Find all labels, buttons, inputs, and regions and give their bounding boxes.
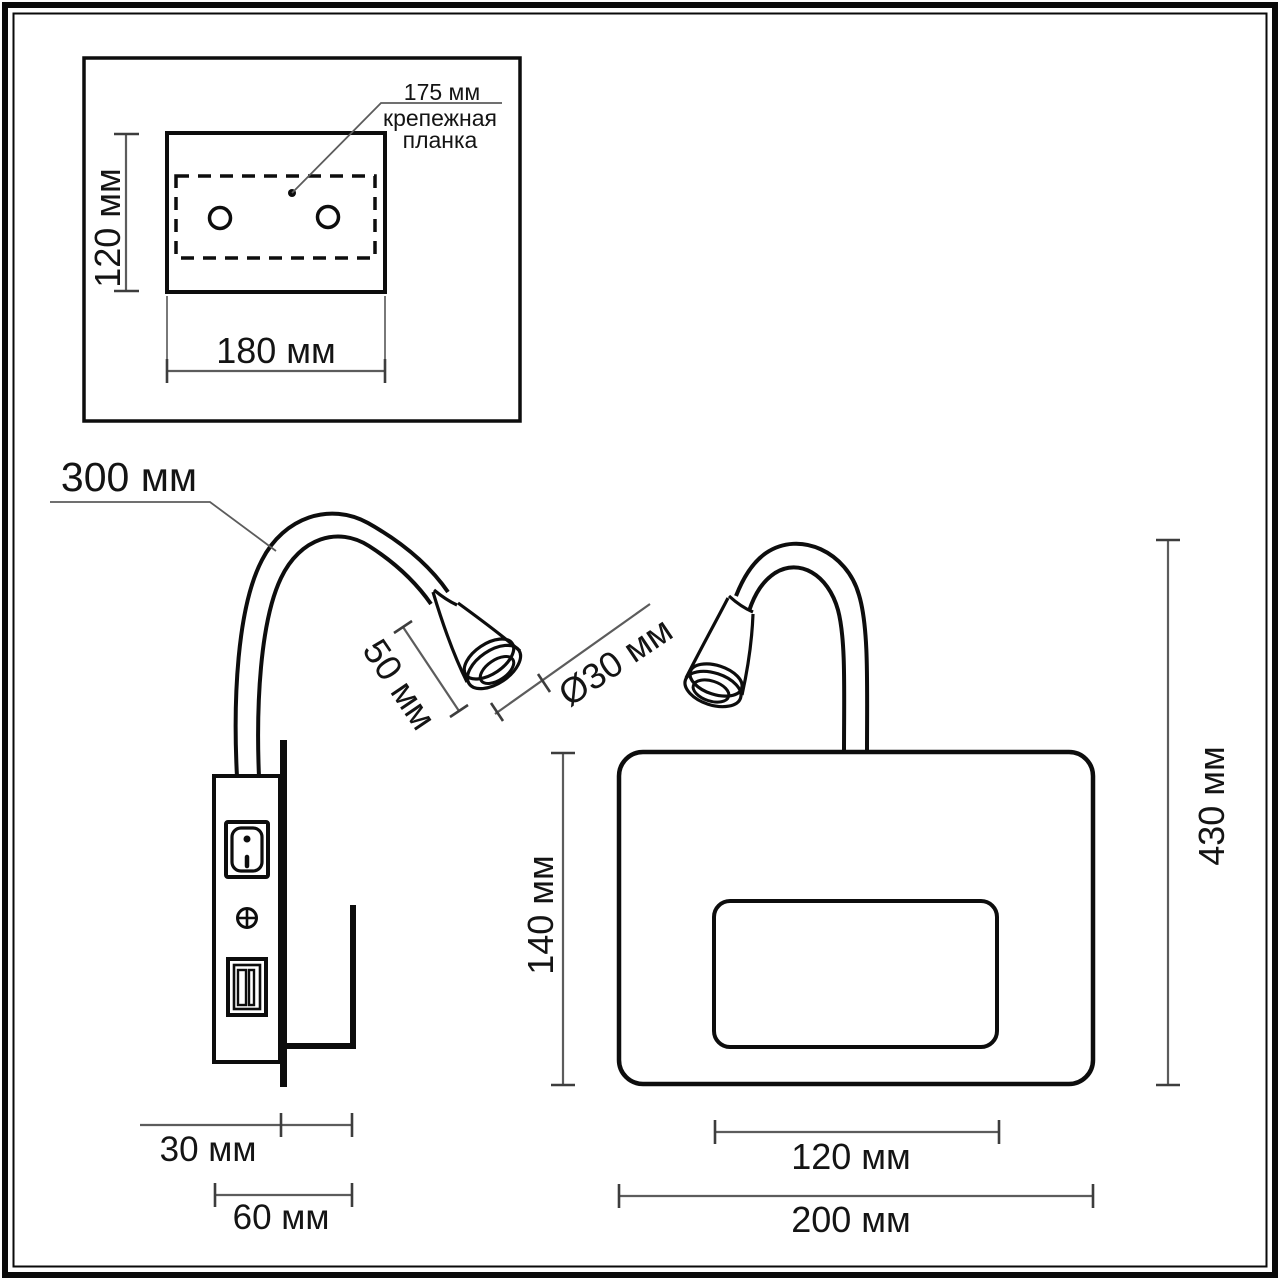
- body-niche: [712, 899, 999, 1049]
- head-length-label: 50 мм: [355, 632, 445, 737]
- head-rim: [465, 643, 523, 691]
- gooseneck-arm-front: [734, 541, 870, 754]
- body-width-label: 200 мм: [791, 1199, 911, 1240]
- gooseneck-inner-curve: [747, 565, 847, 754]
- screw-hole-left: [207, 205, 233, 231]
- total-depth-label: 60 мм: [233, 1198, 330, 1237]
- head-neck-ring: [727, 594, 754, 614]
- lamp-side-view: 300 мм 50 мм Ø30 мм 30 мм 60 мм: [50, 454, 680, 1237]
- dim-tick: [489, 702, 505, 722]
- niche-width-label: 120 мм: [791, 1136, 911, 1177]
- head-neck-ring: [432, 588, 458, 607]
- lamp-head-front: [683, 594, 755, 709]
- bracket-vertical: [350, 905, 356, 1049]
- gooseneck-inner-curve: [256, 534, 433, 778]
- head-lens: [478, 655, 516, 685]
- wall-plate-side: [212, 774, 282, 1064]
- inner-frame-border: [12, 12, 1268, 1268]
- usb-contact-bar: [236, 968, 248, 1007]
- total-height-label: 430 мм: [1191, 746, 1232, 866]
- mounting-bar-label-line2: планка: [403, 127, 478, 153]
- head-ring: [462, 637, 516, 681]
- mounting-bar-dashed-outline: [174, 174, 377, 260]
- switch-rocker: [230, 826, 264, 873]
- plate-depth-label: 30 мм: [160, 1130, 257, 1169]
- wall-edge-line: [280, 740, 287, 1087]
- plate-outline: [165, 131, 387, 294]
- head-diameter-dim-line: [494, 603, 651, 715]
- lamp-front-view: 140 мм 430 мм 120 мм 200 мм: [520, 538, 1232, 1240]
- screw-hole-right: [315, 204, 341, 230]
- head-length-dim-line: [402, 626, 460, 712]
- head-ring: [688, 662, 744, 698]
- plate-height-label: 120 мм: [87, 168, 128, 288]
- dim-tick: [449, 703, 469, 719]
- plate-width-label: 180 мм: [216, 330, 336, 371]
- dim-tick: [536, 673, 552, 693]
- lamp-body-front: [616, 749, 1096, 1087]
- bracket-horizontal: [283, 1043, 356, 1049]
- mounting-plate-inset: 175 мм крепежная планка 120 мм 180 мм: [82, 56, 522, 423]
- dim-tick: [393, 619, 413, 635]
- head-lens: [691, 678, 731, 704]
- usb-contact-bar: [247, 968, 256, 1007]
- inset-border-box: [82, 56, 522, 423]
- rocker-switch: [224, 820, 270, 879]
- gooseneck-arm-side: [233, 511, 450, 778]
- gooseneck-outer-curve: [233, 511, 450, 778]
- plate-center-distance-label: 175 мм: [404, 79, 480, 105]
- switch-on-dot: [243, 835, 251, 843]
- gooseneck-outer-curve: [734, 541, 870, 754]
- lamp-head-side: [431, 588, 523, 691]
- screw-icon: [236, 907, 258, 929]
- head-rim: [683, 669, 743, 709]
- switch-bezel: [224, 820, 270, 879]
- body-height-label: 140 мм: [520, 855, 561, 975]
- usb-inner: [232, 963, 262, 1011]
- head-cone-edge: [431, 591, 469, 683]
- usb-port: [226, 957, 268, 1017]
- usb-outer: [226, 957, 268, 1017]
- flex-arm-length-label: 300 мм: [61, 454, 197, 500]
- mounting-bar-label-line1: крепежная: [383, 105, 497, 131]
- head-cone-edge: [740, 613, 755, 696]
- flex-arm-leader-line: [50, 501, 277, 552]
- leader-line: [291, 102, 502, 194]
